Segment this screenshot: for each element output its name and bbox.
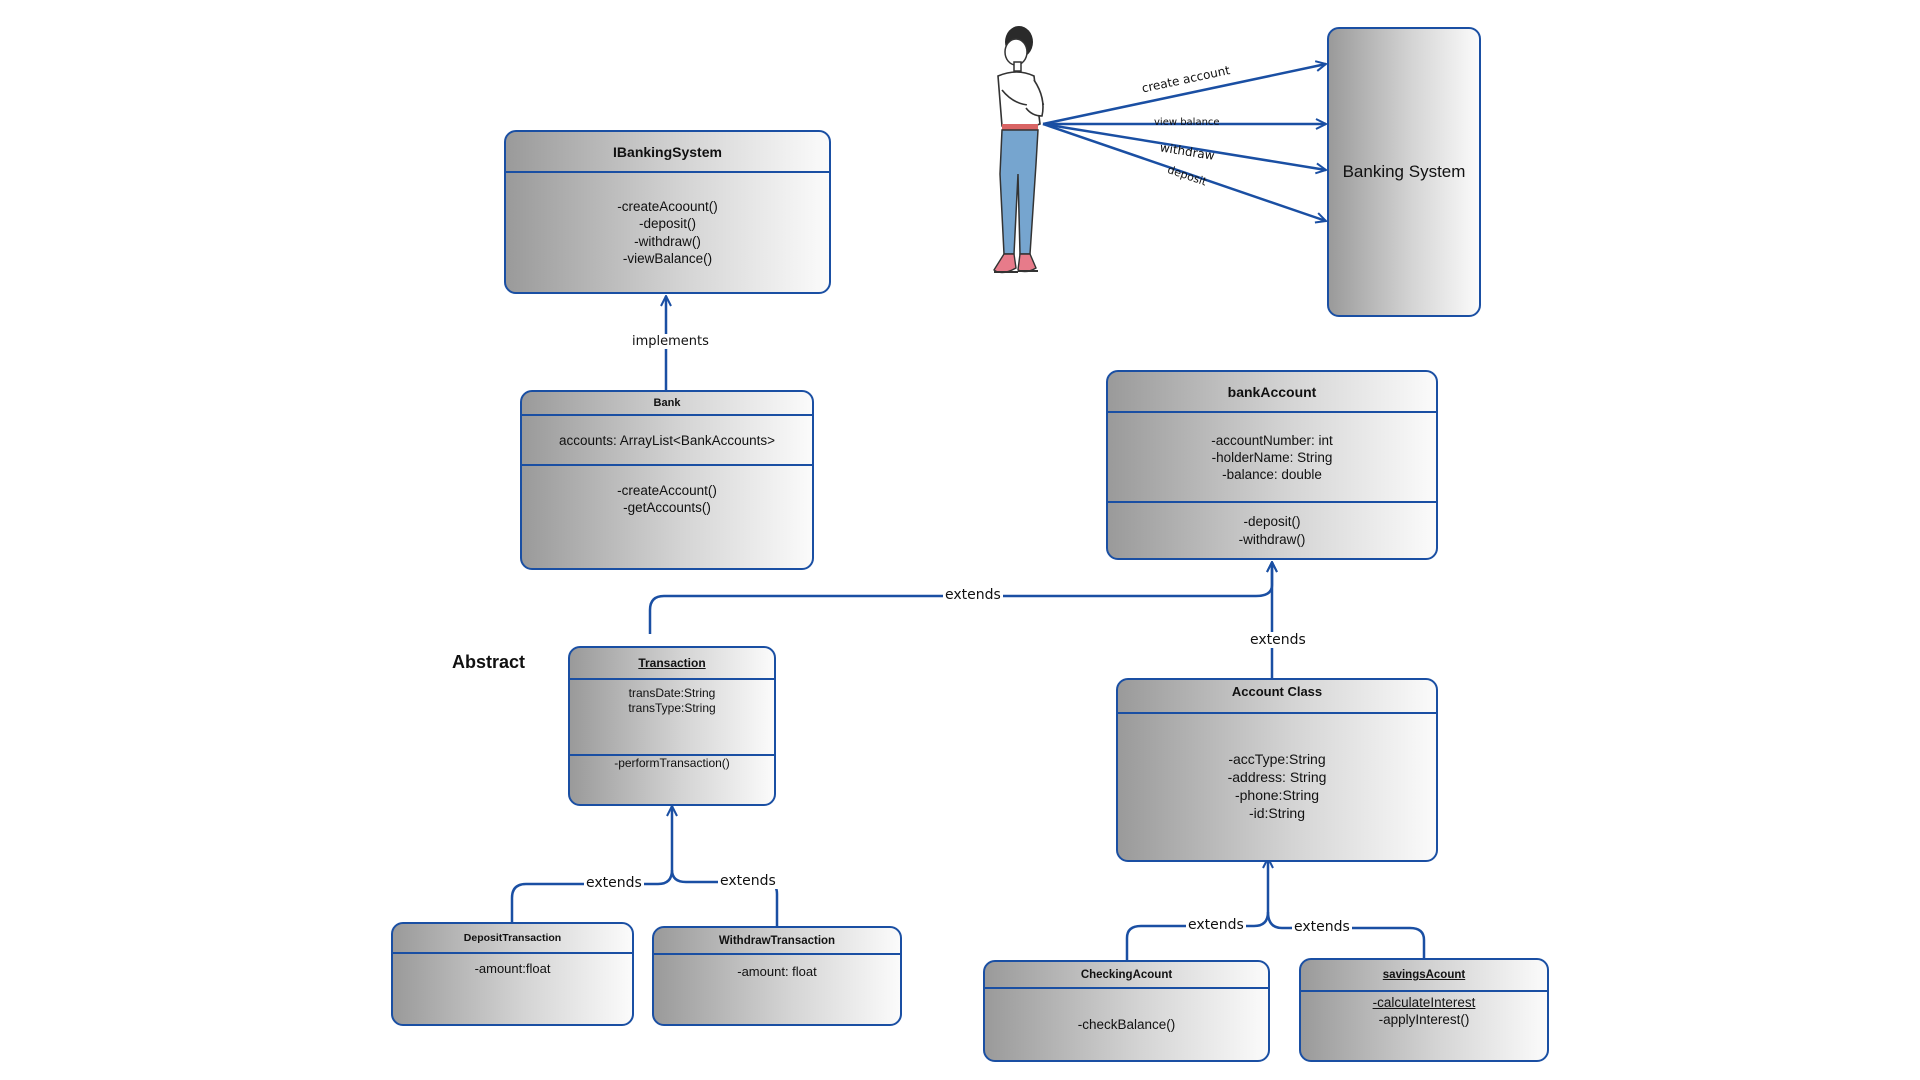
attribute-line: transType:String (628, 701, 716, 716)
method-line: -deposit() (1243, 514, 1301, 530)
class-savings-account: savingsAcount -calculateInterest -applyI… (1299, 958, 1549, 1062)
person-figure-icon (993, 26, 1045, 274)
class-savings-account-name: savingsAcount (1301, 960, 1547, 992)
class-checking-account: CheckingAcount -checkBalance() (983, 960, 1270, 1062)
attribute-line: accounts: ArrayList<BankAccounts> (558, 433, 776, 449)
class-ibanking-system: IBankingSystem -createAcoount() -deposit… (504, 130, 831, 294)
extends-label-transaction: extends (943, 587, 1003, 603)
class-transaction: Transaction transDate:String transType:S… (568, 646, 776, 806)
use-case-line-deposit (1042, 122, 1326, 221)
class-bank-name: Bank (522, 392, 812, 416)
class-bank-methods: -createAccount() -getAccounts() (522, 482, 812, 568)
method-line: -withdraw() (1238, 531, 1306, 547)
banking-system-box: Banking System (1327, 27, 1481, 317)
attribute-line: -amount: float (737, 964, 817, 979)
method-line: -applyInterest() (1378, 1012, 1470, 1028)
class-savings-account-methods: -calculateInterest -applyInterest() (1301, 994, 1547, 1060)
method-line: -performTransaction() (614, 756, 730, 770)
class-transaction-name: Transaction (570, 648, 774, 680)
method-line: -getAccounts() (623, 500, 711, 516)
class-account-class-name: Account Class (1118, 680, 1436, 714)
savings-extends-connector (1266, 911, 1426, 958)
method-line: -deposit() (638, 216, 697, 232)
class-bank: Bank accounts: ArrayList<BankAccounts> -… (520, 390, 814, 570)
use-case-line-withdraw (1042, 122, 1326, 170)
banking-system-label: Banking System (1342, 162, 1466, 181)
class-deposit-transaction: DepositTransaction -amount:float (391, 922, 634, 1026)
class-transaction-methods: -performTransaction() (570, 756, 774, 804)
method-line: -viewBalance() (622, 250, 713, 266)
attribute-line: -id:String (1248, 804, 1306, 821)
class-checking-account-name: CheckingAcount (985, 962, 1268, 989)
class-bank-account-methods: -deposit() -withdraw() (1108, 503, 1436, 558)
attribute-line: -accountNumber: int (1211, 432, 1333, 448)
class-bank-account-divider (1108, 501, 1436, 503)
method-line: -calculateInterest (1372, 995, 1476, 1010)
class-bank-account-attributes: -accountNumber: int -holderName: String … (1108, 413, 1436, 502)
class-withdraw-transaction-attributes: -amount: float (654, 964, 900, 1024)
use-case-line-create-account (1042, 64, 1326, 126)
use-case-label-view-balance: view balance (1154, 117, 1220, 128)
class-withdraw-transaction-name: WithdrawTransaction (654, 928, 900, 955)
method-line: -withdraw() (634, 233, 701, 249)
implements-label: implements (630, 334, 711, 349)
class-bank-divider (522, 464, 812, 466)
extends-label-account-class: extends (1248, 632, 1308, 648)
class-account-class-attributes: -accType:String -address: String -phone:… (1118, 714, 1436, 860)
class-deposit-transaction-attributes: -amount:float (393, 961, 632, 1024)
abstract-label: Abstract (452, 652, 526, 672)
class-withdraw-transaction: WithdrawTransaction -amount: float (652, 926, 902, 1026)
attribute-line: -phone:String (1234, 787, 1320, 803)
extends-label-checking: extends (1186, 917, 1246, 933)
class-bank-account: bankAccount -accountNumber: int -holderN… (1106, 370, 1438, 560)
class-ibanking-system-methods: -createAcoount() -deposit() -withdraw() … (506, 173, 829, 292)
class-bank-account-name: bankAccount (1108, 372, 1436, 413)
class-account-class: Account Class -accType:String -address: … (1116, 678, 1438, 862)
extends-label-withdraw: extends (718, 873, 778, 889)
attribute-line: transDate:String (628, 686, 716, 700)
extends-label-deposit: extends (584, 875, 644, 891)
checking-extends-connector (1125, 858, 1268, 960)
class-deposit-transaction-name: DepositTransaction (393, 924, 632, 954)
attribute-line: -address: String (1227, 769, 1327, 786)
class-transaction-attributes: transDate:String transType:String (570, 686, 774, 754)
method-line: -checkBalance() (1077, 1016, 1176, 1032)
attribute-line: -amount:float (474, 961, 551, 976)
class-transaction-divider (570, 754, 774, 756)
attribute-line: -balance: double (1222, 467, 1322, 483)
attribute-line: -accType:String (1228, 751, 1326, 768)
attribute-line: -holderName: String (1211, 449, 1333, 465)
method-line: -createAccount() (617, 483, 717, 498)
method-line: -createAcoount() (617, 198, 718, 214)
extends-label-savings: extends (1292, 919, 1352, 935)
class-ibanking-system-name: IBankingSystem (506, 132, 829, 173)
class-checking-account-methods: -checkBalance() (985, 989, 1268, 1060)
deposit-extends-connector (510, 806, 672, 922)
class-bank-attributes: accounts: ArrayList<BankAccounts> (522, 416, 812, 466)
